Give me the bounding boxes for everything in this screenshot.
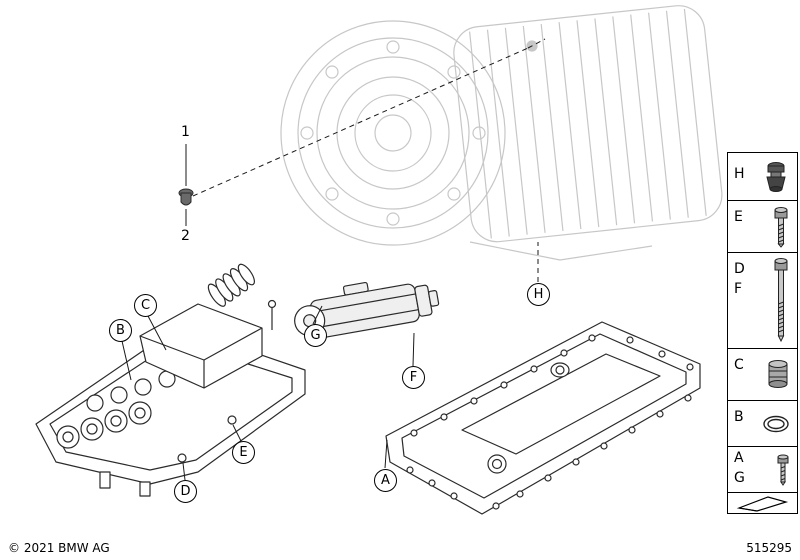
legend-label: D [734, 261, 745, 277]
legend-label: A [734, 450, 744, 466]
legend-item-D-F: D F [728, 253, 797, 349]
wedge-direction-icon [736, 496, 788, 512]
item-number-2[interactable]: 2 [181, 228, 190, 244]
transmission-drawing [280, 5, 723, 261]
long-bolt-icon [774, 257, 788, 342]
copyright-text: © 2021 BMW AG [8, 541, 110, 555]
oil-pan-drawing [385, 321, 701, 515]
legend-label: F [734, 281, 743, 297]
sealing-plug-drawing [178, 188, 194, 206]
legend-label: G [734, 470, 745, 486]
bolt-icon [774, 206, 788, 248]
legend-item-direction [728, 493, 797, 513]
callout-B[interactable]: B [109, 319, 132, 342]
callout-E[interactable]: E [232, 441, 255, 464]
legend-item-A-G: A G [728, 447, 797, 493]
callout-A[interactable]: A [374, 469, 397, 492]
item-number-1[interactable]: 1 [181, 124, 190, 140]
legend-label: E [734, 209, 743, 225]
o-ring-icon [763, 415, 789, 432]
callout-F[interactable]: F [402, 366, 425, 389]
leader-lines [121, 38, 546, 481]
legend-item-B: B [728, 401, 797, 447]
callout-G[interactable]: G [304, 324, 327, 347]
legend-label: C [734, 357, 744, 373]
callout-H[interactable]: H [527, 283, 550, 306]
legend-item-H: H [728, 153, 797, 201]
valve-body-drawing [35, 263, 306, 497]
legend-item-E: E [728, 201, 797, 253]
legend-label: B [734, 409, 744, 425]
legend-label: H [734, 166, 745, 182]
callout-C[interactable]: C [134, 294, 157, 317]
sleeve-icon [768, 359, 788, 388]
legend-panel: H E D F [727, 152, 798, 514]
diagram-number: 515295 [746, 541, 792, 555]
legend-item-C: C [728, 349, 797, 401]
screw-icon [777, 454, 789, 486]
callout-D[interactable]: D [174, 480, 197, 503]
coupling-icon [766, 161, 786, 192]
